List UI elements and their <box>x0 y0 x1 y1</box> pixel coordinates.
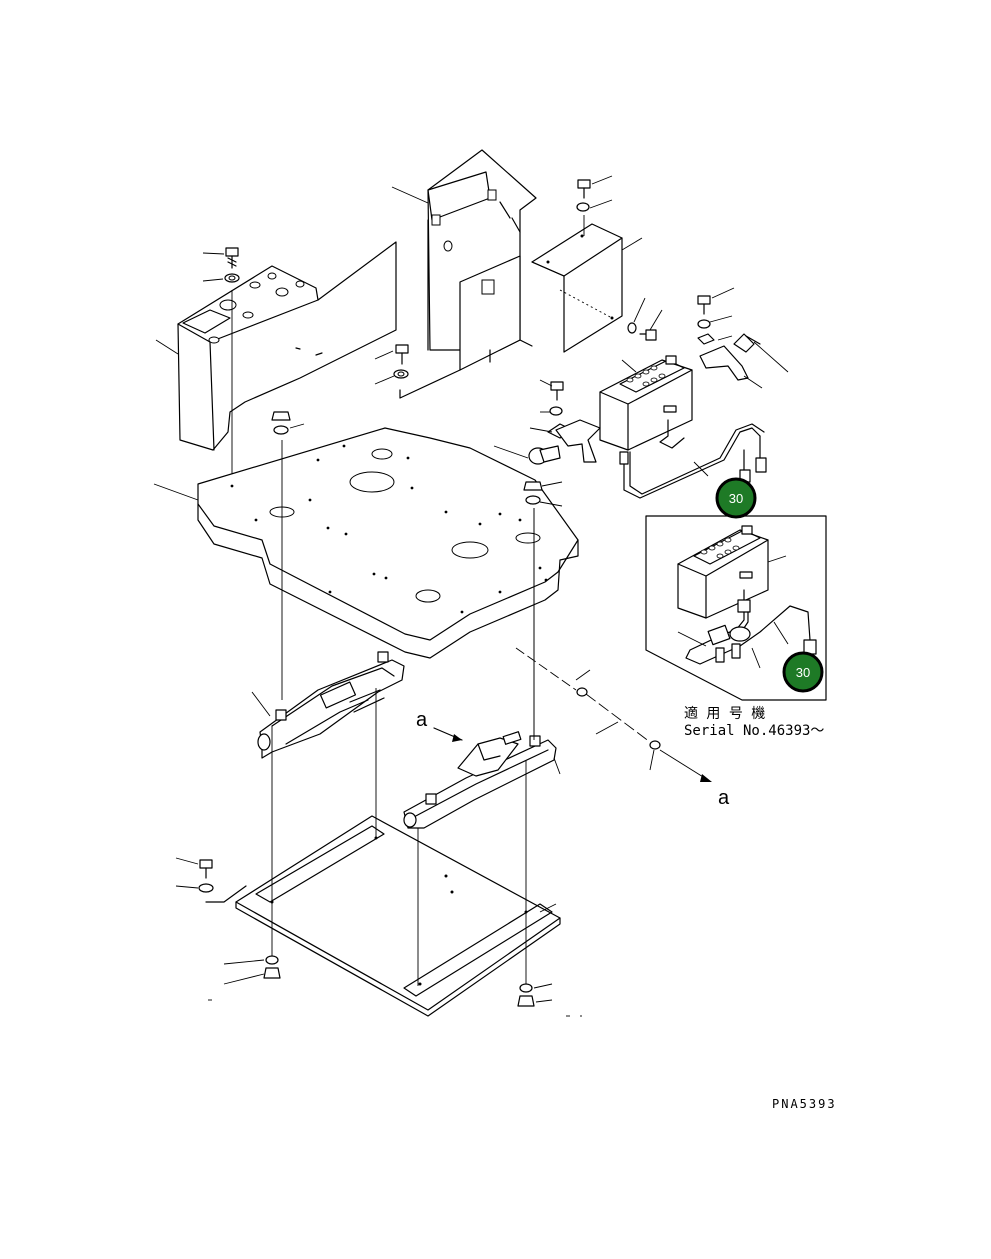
view-arrow-a <box>433 727 463 742</box>
serial-number-label: Serial No.46393～ <box>684 723 824 739</box>
drawing-number: PNA5393 <box>772 1097 837 1111</box>
nut-washer-left <box>271 411 305 596</box>
bottom-frame <box>235 815 561 1017</box>
slide-rail-left <box>251 651 405 759</box>
center-bracket <box>399 149 537 399</box>
callout-30-inset: 30 <box>782 651 824 693</box>
controller-stay <box>697 287 789 389</box>
slide-rail-right <box>403 731 561 829</box>
callout-label: 30 <box>729 491 743 506</box>
bolt-box-side <box>627 297 663 341</box>
alignment-lines <box>271 508 535 990</box>
bolt-center <box>374 344 409 385</box>
callout-30-main: 30 <box>715 477 757 519</box>
bolt-box-top <box>576 175 613 236</box>
box-cover <box>531 223 643 353</box>
bolt-bottom-left <box>175 857 281 1001</box>
seat-base-plate <box>153 427 579 659</box>
callout-label: 30 <box>796 665 810 680</box>
view-marker-target-label: a <box>718 787 730 809</box>
harness-main <box>619 419 767 499</box>
rear-cover-panel <box>177 241 397 485</box>
bolt-bottom-right <box>517 983 582 1017</box>
monitor-controller <box>599 355 693 451</box>
applicable-model-label: 適 用 号 機 <box>684 705 765 722</box>
view-marker-label: a <box>416 709 428 731</box>
view-arrow-a-target <box>515 647 712 782</box>
bolt-left-top <box>202 247 240 283</box>
inset-box <box>645 515 827 701</box>
controller-bracket <box>493 379 601 465</box>
